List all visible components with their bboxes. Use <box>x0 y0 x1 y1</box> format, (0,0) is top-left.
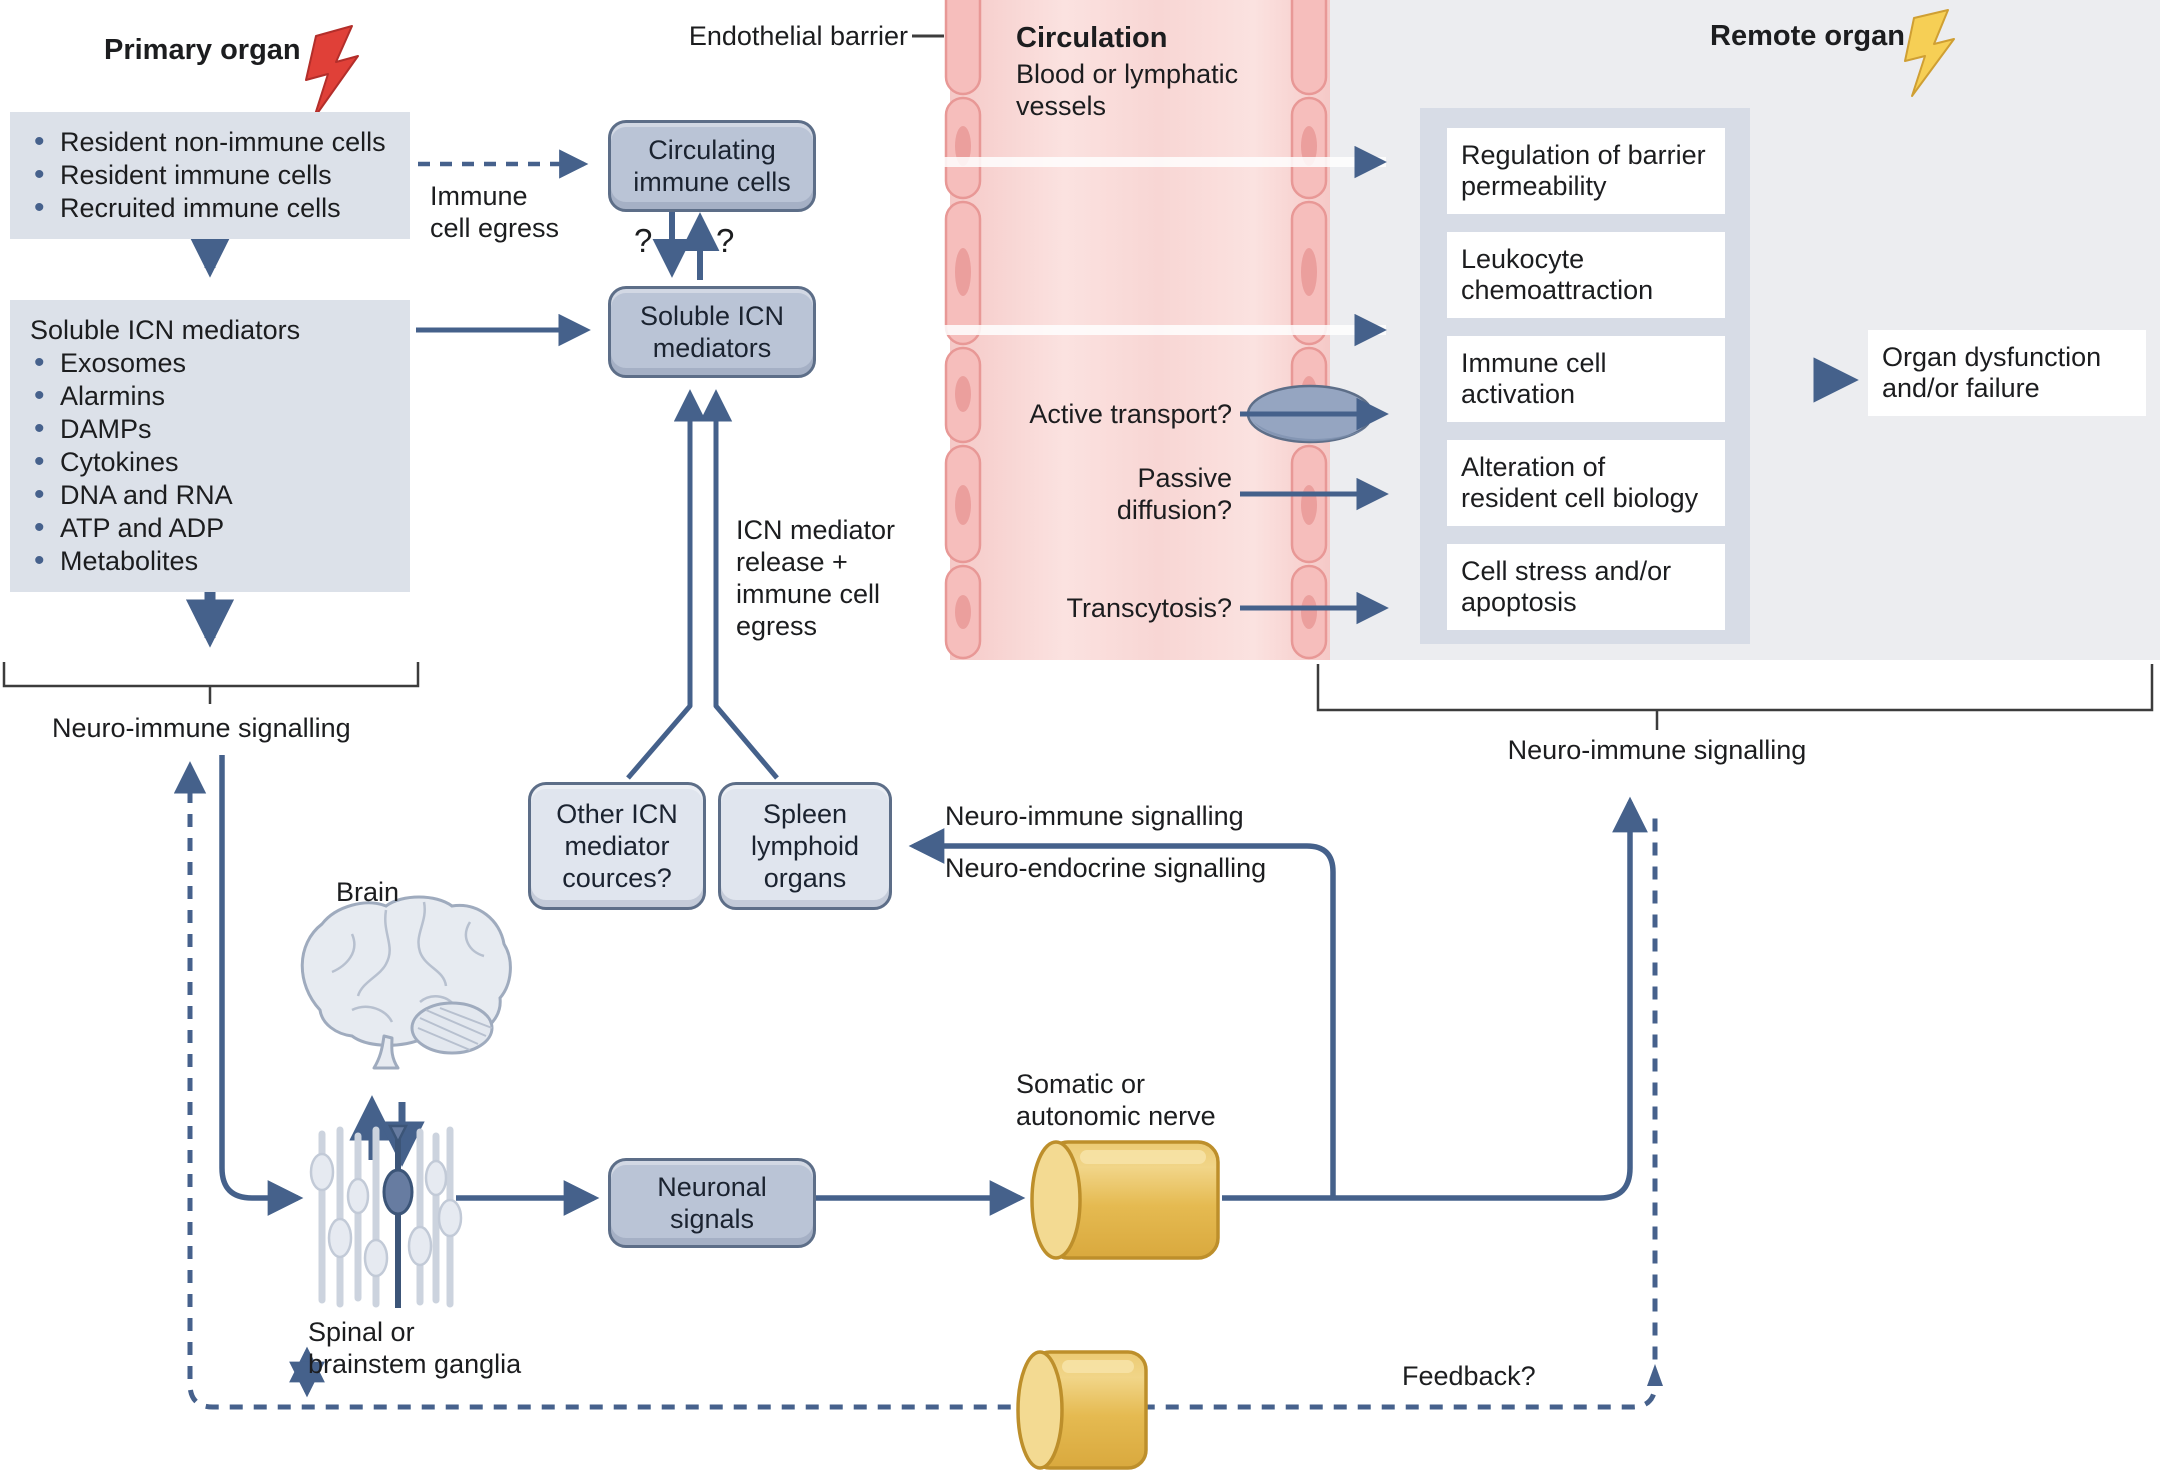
right-bracket <box>1316 664 2154 730</box>
soluble-mediators-box: Soluble ICN mediators Exosomes Alarmins … <box>10 300 410 592</box>
left-neuro-immune-label: Neuro-immune signalling <box>52 713 351 743</box>
circulation-title: Circulation <box>1016 22 1168 54</box>
icn-release-label: ICN mediator release + immune cell egres… <box>736 515 896 641</box>
active-transport-label: Active transport? <box>1029 399 1232 429</box>
remote-effect-box: Immune cell activation <box>1447 336 1725 422</box>
soluble-icn-mediators-node: Soluble ICN mediators <box>608 286 816 378</box>
circulating-immune-cells-node: Circulating immune cells <box>608 120 816 212</box>
endothelial-barrier-label: Endothelial barrier <box>688 21 908 51</box>
remote-effect-box: Alteration of resident cell biology <box>1447 440 1725 526</box>
somatic-nerve-label: Somatic or autonomic nerve <box>1016 1069 1216 1131</box>
transcytosis-label: Transcytosis? <box>1066 593 1232 623</box>
brain-illustration <box>300 895 512 1070</box>
mediator-item: DNA and RNA <box>30 478 390 512</box>
arrow-nerve-to-remote-signalling <box>1222 796 1648 1201</box>
soluble-mediators-title: Soluble ICN mediators <box>30 315 301 345</box>
right-neuro-immune-label: Neuro-immune signalling <box>1507 735 1807 765</box>
other-icn-sources-node: Other ICN mediator cources? <box>528 782 706 910</box>
remote-organ-lightning-icon <box>1904 9 1955 97</box>
remote-effect-box: Cell stress and/or apoptosis <box>1447 544 1725 630</box>
question-mark-right: ? <box>716 222 735 259</box>
primary-organ-lightning-icon <box>305 25 359 119</box>
mediator-item: Exosomes <box>30 346 390 380</box>
question-mark-left: ? <box>634 222 653 259</box>
nerve-cylinder-somatic <box>1030 1140 1220 1260</box>
brain-label: Brain <box>336 877 400 907</box>
remote-effect-box: Regulation of barrier permeability <box>1447 128 1725 214</box>
cells-item: Recruited immune cells <box>30 191 390 225</box>
resident-cells-box: Resident non-immune cells Resident immun… <box>10 112 410 239</box>
passive-diffusion-label: Passive diffusion? <box>1116 463 1232 525</box>
left-bracket <box>2 662 420 704</box>
primary-organ-title: Primary organ <box>104 34 301 66</box>
mediator-item: Alarmins <box>30 379 390 413</box>
spleen-lymphoid-node: Spleen lymphoid organs <box>718 782 892 910</box>
line-left-signalling-to-ganglia <box>219 755 304 1216</box>
cells-item: Resident non-immune cells <box>30 125 390 159</box>
mid-neuro-endocrine-label: Neuro-endocrine signalling <box>945 853 1267 883</box>
arrow-other-sources-up <box>626 389 707 780</box>
immune-cell-egress-label: Immune cell egress <box>430 181 560 243</box>
mediator-item: Cytokines <box>30 445 390 479</box>
arrow-spleen-up <box>699 389 779 780</box>
organ-dysfunction-box: Organ dysfunction and/or failure <box>1868 330 2146 416</box>
mediator-item: DAMPs <box>30 412 390 446</box>
mid-neuro-immune-label: Neuro-immune signalling <box>945 801 1244 831</box>
dashed-feedback-loop <box>173 761 1658 1410</box>
ganglia-label: Spinal or brainstem ganglia <box>308 1317 522 1379</box>
remote-effect-box: Leukocyte chemoattraction <box>1447 232 1725 318</box>
highlighted-neuron <box>382 1124 414 1308</box>
feedback-label: Feedback? <box>1402 1361 1536 1391</box>
nerve-cylinder-feedback <box>1016 1350 1148 1470</box>
arrow-nerve-to-spleen <box>908 828 1336 1196</box>
remote-organ-title: Remote organ <box>1710 20 1905 52</box>
mediator-item: Metabolites <box>30 544 390 578</box>
feedback-corner-arrowhead <box>1647 1364 1663 1386</box>
neuronal-signals-node: Neuronal signals <box>608 1158 816 1248</box>
endothelial-cells-left-column <box>944 0 982 660</box>
ganglia-illustration <box>309 1124 463 1308</box>
cells-item: Resident immune cells <box>30 158 390 192</box>
circulation-subtitle: Blood or lymphatic vessels <box>1016 59 1239 121</box>
mediator-item: ATP and ADP <box>30 511 390 545</box>
